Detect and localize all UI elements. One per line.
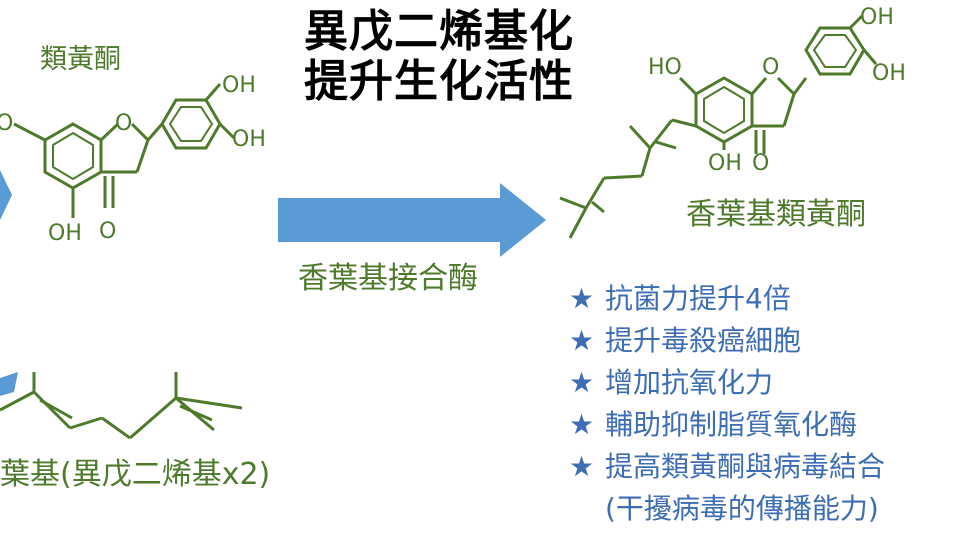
flavonoid-ring-o: O bbox=[115, 111, 132, 136]
flavonoid-oh-bottom: OH bbox=[48, 221, 82, 246]
prenyl-carbonyl-o: O bbox=[752, 151, 769, 176]
benefit-item: ★ 增加抗氧化力 bbox=[569, 362, 885, 404]
geranyl-structure bbox=[0, 372, 243, 440]
benefit-text: 提高類黃酮與病毒結合 bbox=[605, 450, 886, 483]
left-arrow-curve-partial bbox=[0, 372, 18, 396]
benefits-list: ★ 抗菌力提升4倍 ★ 提升毒殺癌細胞 ★ 增加抗氧化力 ★ 輔助抑制脂質氧化酶 ★ 提高… bbox=[569, 278, 885, 530]
prenyl-ho: HO bbox=[648, 55, 682, 80]
title-line-2: 提升生化活性 bbox=[304, 56, 574, 107]
benefit-text: 增加抗氧化力 bbox=[605, 366, 774, 399]
star-icon: ★ bbox=[569, 408, 595, 441]
benefit-item: ★ 抗菌力提升4倍 bbox=[569, 278, 885, 320]
flavonoid-carbonyl-o: O bbox=[99, 219, 116, 244]
flavonoid-o-left: O bbox=[0, 111, 13, 136]
benefit-item: ★ 提高類黃酮與病毒結合 bbox=[569, 446, 885, 488]
benefit-text: 輔助抑制脂質氧化酶 bbox=[605, 408, 858, 441]
reaction-arrow bbox=[278, 183, 546, 257]
prenyl-ring-o: O bbox=[762, 55, 779, 80]
prenyl-oh-b: OH bbox=[872, 61, 906, 86]
benefit-item: ★ 提升毒殺癌細胞 bbox=[569, 320, 885, 362]
flavonoid-structure bbox=[13, 83, 236, 218]
prenyl-flavonoid-label: 香葉基類黃酮 bbox=[686, 197, 866, 232]
flavonoid-oh-b: OH bbox=[232, 127, 266, 152]
left-arrow-partial bbox=[0, 170, 12, 220]
benefit-item: ★ 輔助抑制脂質氧化酶 bbox=[569, 404, 885, 446]
star-icon: ★ bbox=[569, 324, 595, 357]
star-icon: ★ bbox=[569, 282, 595, 315]
benefit-text: 抗菌力提升4倍 bbox=[605, 282, 791, 315]
flavonoid-oh-a: OH bbox=[222, 73, 256, 98]
prenyl-oh-bottom: OH bbox=[708, 151, 742, 176]
geranyl-label: 葉基(異戊二烯基x2) bbox=[0, 457, 271, 492]
enzyme-label: 香葉基接合酶 bbox=[298, 261, 478, 296]
star-icon: ★ bbox=[569, 366, 595, 399]
benefit-continuation: (干擾病毒的傳播能力) bbox=[605, 492, 879, 525]
title-line-1: 異戊二烯基化 bbox=[304, 6, 574, 57]
star-icon: ★ bbox=[569, 450, 595, 483]
prenyl-flavonoid-structure bbox=[559, 14, 878, 239]
flavonoid-label: 類黃酮 bbox=[40, 44, 121, 75]
prenyl-oh-a: OH bbox=[860, 5, 894, 30]
benefit-text: 提升毒殺癌細胞 bbox=[605, 324, 802, 357]
